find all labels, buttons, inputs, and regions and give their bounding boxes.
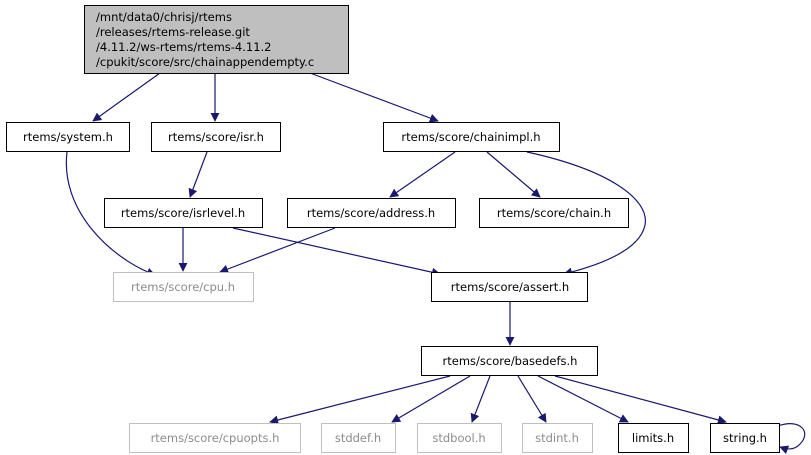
root-node-line-1: /mnt/data0/chrisj/rtems — [96, 10, 232, 24]
root-node-box — [84, 5, 349, 74]
node-isrlevel-h[interactable]: rtems/score/isrlevel.h — [104, 198, 263, 228]
node-string-h-label: string.h — [723, 431, 767, 445]
edge-chainimpl-to-address — [389, 151, 456, 198]
node-stdint-h-box — [522, 423, 593, 453]
edge-isr-to-isrlevel — [188, 151, 208, 198]
node-chain-h-label: rtems/score/chain.h — [497, 206, 611, 220]
root-node[interactable]: /mnt/data0/chrisj/rtems /releases/rtems-… — [84, 5, 349, 74]
node-limits-h-box — [618, 423, 689, 453]
node-assert-h-box — [431, 272, 588, 302]
node-isrlevel-h-label: rtems/score/isrlevel.h — [121, 206, 245, 220]
node-assert-h[interactable]: rtems/score/assert.h — [431, 272, 588, 302]
edge-basedefs-to-stdint — [517, 375, 547, 423]
node-isrlevel-h-box — [104, 198, 263, 228]
node-address-h-box — [287, 198, 456, 228]
node-stdint-h-label: stdint.h — [535, 431, 579, 445]
node-cpu-h[interactable]: rtems/score/cpu.h — [113, 272, 254, 302]
node-chain-h[interactable]: rtems/score/chain.h — [479, 198, 629, 228]
node-address-h[interactable]: rtems/score/address.h — [287, 198, 456, 228]
node-stdbool-h-box — [417, 423, 502, 453]
node-isr-h[interactable]: rtems/score/isr.h — [151, 122, 281, 152]
node-cpuopts-h-box — [129, 423, 301, 453]
node-isr-h-box — [151, 122, 281, 152]
node-stdint-h[interactable]: stdint.h — [522, 423, 593, 453]
node-stddef-h-box — [321, 423, 396, 453]
root-node-line-3: /4.11.2/ws-rtems/rtems-4.11.2 — [96, 40, 272, 54]
edge-basedefs-to-limits — [537, 375, 629, 423]
node-basedefs-h-label: rtems/score/basedefs.h — [443, 354, 578, 368]
node-stddef-h[interactable]: stddef.h — [321, 423, 396, 453]
node-stdbool-h[interactable]: stdbool.h — [417, 423, 502, 453]
edge-root-to-chainimpl — [309, 72, 439, 123]
node-limits-h[interactable]: limits.h — [618, 423, 689, 453]
node-string-h[interactable]: string.h — [710, 423, 780, 453]
edges — [65, 72, 806, 455]
edge-chainimpl-to-chain — [486, 151, 541, 198]
node-limits-h-label: limits.h — [632, 431, 674, 445]
root-node-line-2: /releases/rtems-release.git — [96, 25, 250, 39]
node-basedefs-h[interactable]: rtems/score/basedefs.h — [421, 346, 598, 376]
node-assert-h-label: rtems/score/assert.h — [451, 280, 569, 294]
node-cpuopts-h[interactable]: rtems/score/cpuopts.h — [129, 423, 301, 453]
node-chainimpl-h-box — [383, 122, 560, 152]
node-string-h-box — [710, 423, 780, 453]
node-cpu-h-box — [113, 272, 254, 302]
node-chainimpl-h[interactable]: rtems/score/chainimpl.h — [383, 122, 560, 152]
node-cpuopts-h-label: rtems/score/cpuopts.h — [151, 431, 280, 445]
node-system-h-box — [6, 122, 130, 152]
node-chain-h-box — [479, 198, 629, 228]
node-stdbool-h-label: stdbool.h — [432, 431, 485, 445]
edge-string-to-string — [777, 423, 806, 455]
node-address-h-label: rtems/score/address.h — [307, 206, 435, 220]
node-system-h-label: rtems/system.h — [23, 130, 113, 144]
node-stddef-h-label: stddef.h — [335, 431, 381, 445]
edge-basedefs-to-string — [554, 375, 727, 425]
edge-chainimpl-to-assert — [526, 151, 646, 277]
node-isr-h-label: rtems/score/isr.h — [168, 130, 264, 144]
edge-basedefs-to-stdbool — [470, 375, 491, 423]
edge-basedefs-to-stddef — [391, 375, 471, 423]
node-cpu-h-label: rtems/score/cpu.h — [131, 280, 235, 294]
node-basedefs-h-box — [421, 346, 598, 376]
node-system-h[interactable]: rtems/system.h — [6, 122, 130, 152]
edge-isrlevel-to-assert — [232, 227, 441, 277]
root-node-line-4: /cpukit/score/src/chainappendempty.c — [96, 55, 314, 69]
node-chainimpl-h-label: rtems/score/chainimpl.h — [401, 130, 540, 144]
edge-address-to-cpu — [219, 227, 336, 274]
edge-root-to-system — [92, 72, 161, 122]
edge-basedefs-to-cpuopts — [269, 375, 451, 425]
edge-system-to-cpu — [65, 151, 156, 277]
